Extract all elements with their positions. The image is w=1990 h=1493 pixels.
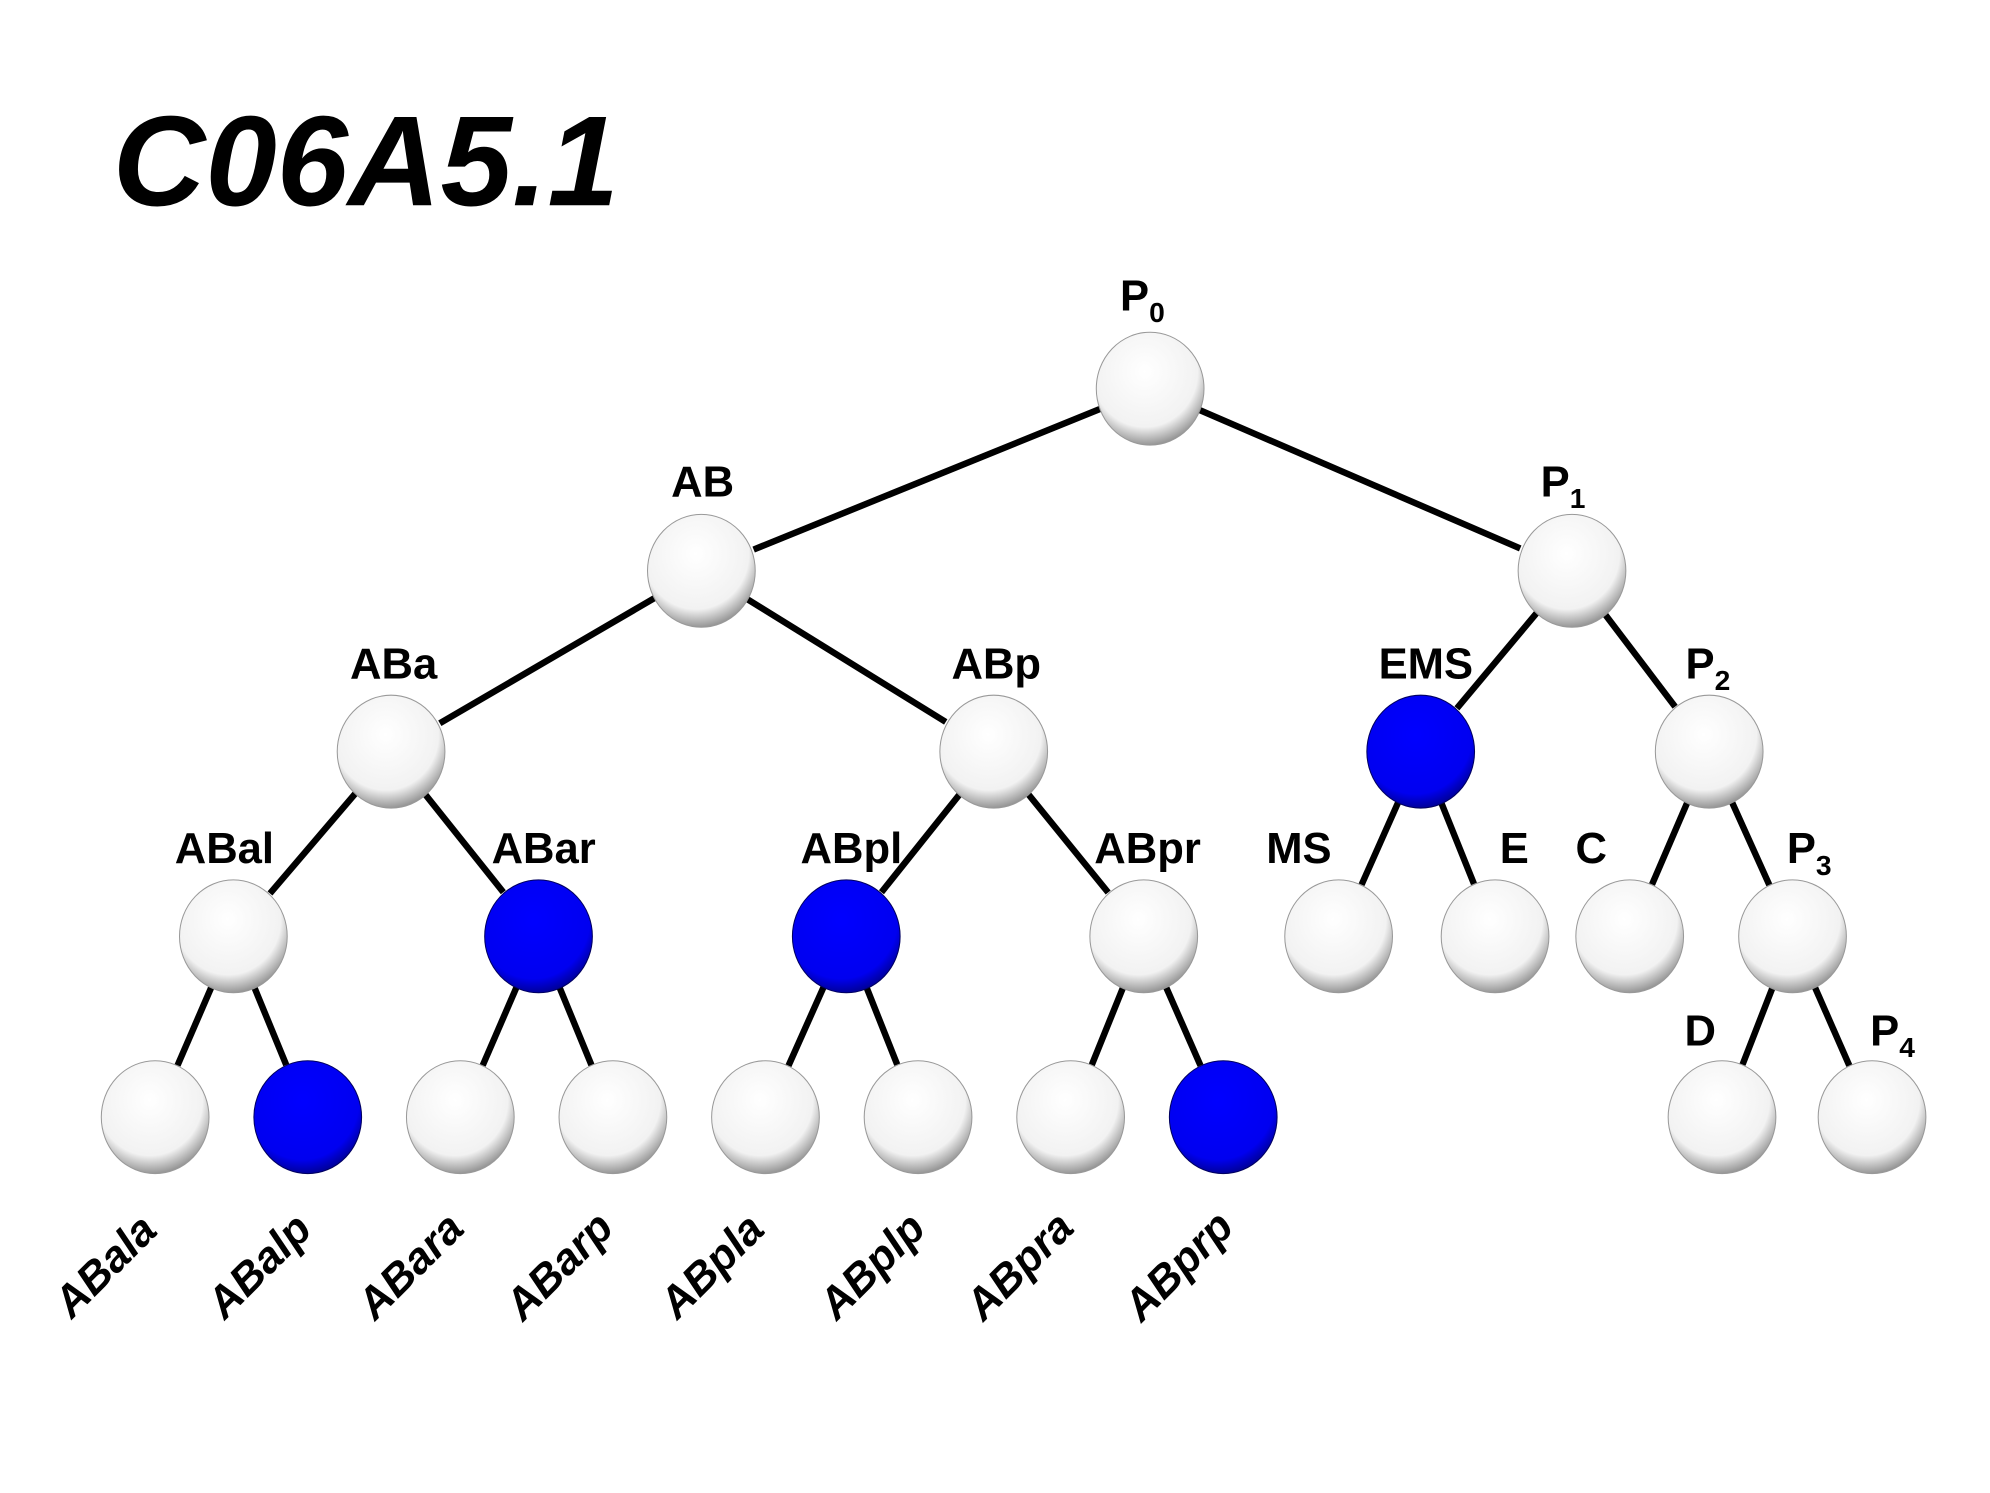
cell-P4[interactable]: [1817, 1060, 1927, 1175]
edge-P0-P1: [1148, 385, 1522, 552]
cell-ABpl-highlighted[interactable]: [791, 879, 901, 994]
label-ABalp: ABalp: [197, 1205, 321, 1329]
label-main: ABp: [951, 641, 1041, 689]
cell-ABp[interactable]: [939, 694, 1049, 809]
label-main: E: [1500, 825, 1529, 873]
label-subscript: 2: [1715, 664, 1731, 696]
edge-P0-AB: [752, 385, 1152, 553]
cell-ABala[interactable]: [100, 1060, 210, 1175]
label-P1: P1: [1541, 458, 1586, 514]
label-ABpra: ABpra: [956, 1203, 1083, 1330]
label-subscript: 3: [1816, 849, 1832, 881]
label-EMS: EMS: [1379, 641, 1473, 689]
label-main: ABara: [348, 1204, 473, 1329]
label-ABpr: ABpr: [1094, 825, 1201, 873]
label-ABpla: ABpla: [650, 1205, 774, 1329]
label-ABa: ABa: [350, 641, 438, 689]
label-main: D: [1684, 1007, 1715, 1055]
label-main: P: [1541, 458, 1570, 506]
label-ABplp: ABplp: [809, 1204, 934, 1329]
label-main: P: [1870, 1007, 1899, 1055]
cell-D[interactable]: [1667, 1060, 1777, 1175]
cell-P2[interactable]: [1654, 694, 1764, 809]
label-main: ABalp: [197, 1205, 321, 1329]
cell-ABplp[interactable]: [863, 1060, 973, 1175]
cell-ABar-highlighted[interactable]: [484, 879, 593, 994]
label-P2: P2: [1686, 641, 1731, 697]
label-main: AB: [671, 458, 734, 506]
label-ABprp: ABprp: [1114, 1202, 1243, 1331]
cell-ABa[interactable]: [336, 694, 446, 809]
label-main: ABala: [44, 1206, 166, 1328]
cell-MS[interactable]: [1284, 879, 1394, 994]
label-subscript: 4: [1899, 1031, 1915, 1063]
cell-ABpr[interactable]: [1089, 879, 1199, 994]
label-ABara: ABara: [348, 1204, 473, 1329]
cell-EMS-highlighted[interactable]: [1366, 694, 1476, 809]
label-ABarp: ABarp: [495, 1203, 622, 1330]
gene-title: C06A5.1: [113, 90, 619, 233]
cell-ABal[interactable]: [178, 879, 288, 994]
label-main: ABa: [350, 641, 438, 689]
label-ABala: ABala: [44, 1206, 166, 1328]
cell-C[interactable]: [1575, 879, 1685, 994]
label-main: ABarp: [495, 1203, 622, 1330]
label-P3: P3: [1787, 825, 1832, 881]
label-subscript: 1: [1570, 482, 1586, 514]
cell-AB[interactable]: [647, 513, 756, 628]
label-subscript: 0: [1149, 296, 1165, 328]
label-C: C: [1575, 825, 1606, 873]
label-main: ABpla: [650, 1205, 774, 1329]
label-main: MS: [1266, 825, 1331, 873]
label-ABar: ABar: [492, 825, 596, 873]
label-MS: MS: [1266, 825, 1331, 873]
cell-P1[interactable]: [1517, 513, 1627, 628]
label-AB: AB: [671, 458, 734, 506]
label-ABpl: ABpl: [801, 825, 903, 873]
cell-ABpra[interactable]: [1016, 1060, 1126, 1175]
cell-ABara[interactable]: [405, 1060, 515, 1175]
label-ABp: ABp: [951, 641, 1041, 689]
cell-ABprp-highlighted[interactable]: [1168, 1060, 1278, 1175]
cell-ABalp-highlighted[interactable]: [253, 1060, 363, 1175]
cell-P0[interactable]: [1095, 331, 1205, 446]
label-main: ABplp: [809, 1204, 934, 1329]
label-main: ABar: [492, 825, 596, 873]
label-main: ABpl: [801, 825, 903, 873]
label-main: ABpra: [956, 1203, 1083, 1330]
label-main: ABal: [175, 825, 274, 873]
cell-E[interactable]: [1440, 879, 1550, 994]
label-main: P: [1787, 825, 1816, 873]
label-main: C: [1575, 825, 1606, 873]
label-P0: P0: [1120, 272, 1165, 328]
label-D: D: [1684, 1007, 1715, 1055]
label-main: ABprp: [1114, 1202, 1243, 1331]
cell-P3[interactable]: [1738, 879, 1847, 994]
label-main: P: [1120, 272, 1149, 320]
label-E: E: [1500, 825, 1529, 873]
cell-ABarp[interactable]: [558, 1060, 668, 1175]
label-main: ABpr: [1094, 825, 1201, 873]
label-main: P: [1686, 641, 1715, 689]
label-main: EMS: [1379, 641, 1473, 689]
label-ABal: ABal: [175, 825, 274, 873]
label-P4: P4: [1870, 1007, 1915, 1063]
cells: [100, 331, 1927, 1175]
cell-ABpla[interactable]: [711, 1060, 820, 1175]
